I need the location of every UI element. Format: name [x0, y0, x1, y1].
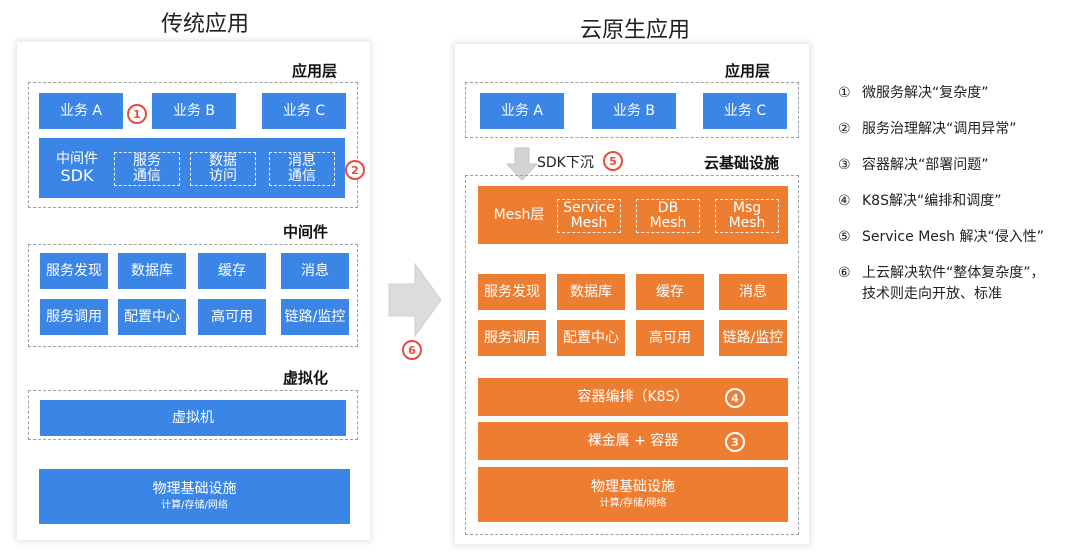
note-item: ⑤ Service Mesh 解决“侵入性” — [838, 227, 1078, 248]
cloud-infra-box — [465, 175, 799, 535]
note-num: ① — [838, 85, 851, 101]
left-mw-service-call: 服务调用 — [40, 299, 108, 335]
right-mw-config-center: 配置中心 — [557, 320, 625, 356]
right-title: 云原生应用 — [579, 18, 690, 43]
left-middleware-box — [28, 244, 358, 347]
left-mw-message: 消息 — [281, 253, 349, 289]
marker-5: 5 — [603, 151, 623, 171]
note-num: ④ — [838, 193, 851, 209]
left-mw-config-center: 配置中心 — [118, 299, 186, 335]
right-biz-a: 业务 A — [480, 93, 564, 129]
right-biz-b: 业务 B — [592, 93, 676, 129]
cloud-infra-label: 云基础设施 — [704, 154, 780, 172]
left-phys-sub: 计算/存储/网络 — [161, 500, 228, 512]
left-sdk-data-access-l2: 访问 — [209, 168, 237, 184]
left-biz-b: 业务 B — [152, 93, 236, 129]
left-biz-c: 业务 C — [262, 93, 346, 129]
left-virt-box — [28, 390, 358, 440]
note-text: 容器解决“部署问题” — [862, 157, 989, 173]
note-item: ⑥ 上云解决软件“整体复杂度”， 技术则走向开放、标准 — [838, 263, 1078, 305]
msg-mesh-l2: Mesh — [728, 215, 766, 231]
msg-mesh-l1: Msg — [732, 199, 762, 216]
note-item: ③ 容器解决“部署问题” — [838, 155, 1078, 176]
note-item: ④ K8S解决“编排和调度” — [838, 191, 1078, 212]
note-item: ② 服务治理解决“调用异常” — [838, 119, 1078, 140]
right-mw-service-call: 服务调用 — [478, 320, 546, 356]
sdk-down-arrow-icon — [505, 147, 539, 181]
note-text-multiline: 上云解决软件“整体复杂度”， 技术则走向开放、标准 — [862, 263, 1045, 305]
right-mw-cache: 缓存 — [636, 274, 704, 310]
mesh-layer-label: Mesh层 — [493, 206, 545, 223]
note-num: ② — [838, 121, 851, 137]
left-sdk-msg-comm-l1: 消息 — [288, 152, 316, 169]
marker-6: 6 — [402, 340, 422, 360]
left-middleware-label: 中间件 — [283, 223, 329, 241]
service-mesh-l2: Mesh — [570, 215, 608, 231]
left-mw-cache: 缓存 — [198, 253, 266, 289]
note-num: ⑤ — [838, 229, 851, 245]
left-phys-title: 物理基础设施 — [152, 481, 237, 498]
right-mw-high-availability: 高可用 — [636, 320, 704, 356]
right-app-layer-label: 应用层 — [725, 62, 771, 80]
right-phys-title: 物理基础设施 — [591, 479, 675, 496]
left-sdk-data-access-l1: 数据 — [209, 152, 237, 169]
note-text: K8S解决“编排和调度” — [862, 193, 1002, 209]
right-mw-tracing: 链路/监控 — [719, 320, 787, 356]
service-mesh-box: Service Mesh — [557, 199, 621, 233]
sdk-down-label: SDK下沉 — [537, 155, 594, 171]
db-mesh-l1: DB — [657, 199, 679, 216]
left-sdk-service-comm-l2: 通信 — [133, 168, 161, 184]
right-mw-database: 数据库 — [557, 274, 625, 310]
left-sdk-msg-comm-l2: 通信 — [288, 168, 316, 184]
left-physical-infra: 物理基础设施 计算/存储/网络 — [39, 469, 350, 524]
db-mesh-l2: Mesh — [649, 215, 687, 231]
marker-3: 3 — [725, 432, 745, 452]
left-mw-database: 数据库 — [118, 253, 186, 289]
note-num: ③ — [838, 157, 851, 173]
bare-metal-container-box: 裸金属 + 容器 — [478, 422, 788, 460]
left-mw-tracing: 链路/监控 — [281, 299, 349, 335]
note-item: ① 微服务解决“复杂度” — [838, 83, 1078, 104]
left-sdk-line2: SDK — [60, 165, 94, 185]
left-sdk-msg-comm: 消息 通信 — [269, 152, 335, 186]
note-text: 服务治理解决“调用异常” — [862, 121, 1017, 137]
left-vm: 虚拟机 — [40, 400, 346, 436]
left-biz-a: 业务 A — [39, 93, 123, 129]
note-text-line2: 技术则走向开放、标准 — [862, 286, 1002, 302]
marker-1: 1 — [127, 104, 147, 124]
right-phys-sub: 计算/存储/网络 — [599, 498, 667, 510]
marker-4: 4 — [725, 388, 745, 408]
left-virt-label: 虚拟化 — [283, 369, 329, 387]
left-sdk-service-comm-l1: 服务 — [133, 152, 161, 169]
service-mesh-l1: Service — [563, 199, 615, 216]
right-biz-c: 业务 C — [703, 93, 787, 129]
note-text-line1: 上云解决软件“整体复杂度”， — [862, 265, 1045, 281]
marker-2: 2 — [345, 160, 365, 180]
notes-list: ① 微服务解决“复杂度” ② 服务治理解决“调用异常” ③ 容器解决“部署问题”… — [838, 83, 1078, 305]
left-mw-service-discovery: 服务发现 — [40, 253, 108, 289]
note-text: 微服务解决“复杂度” — [862, 85, 989, 101]
note-num: ⑥ — [838, 265, 851, 281]
left-app-layer-label: 应用层 — [292, 62, 338, 80]
left-sdk-data-access: 数据 访问 — [190, 152, 256, 186]
right-app-layer-box — [465, 82, 799, 138]
left-mw-high-availability: 高可用 — [198, 299, 266, 335]
left-title: 传统应用 — [160, 12, 249, 37]
left-sdk-line1: 中间件 — [56, 150, 98, 167]
left-sdk-label: 中间件 SDK — [42, 148, 112, 188]
note-text: Service Mesh 解决“侵入性” — [862, 229, 1045, 245]
left-app-layer-box — [28, 82, 358, 208]
mesh-layer-box — [478, 186, 788, 244]
right-mw-service-discovery: 服务发现 — [478, 274, 546, 310]
right-mw-message: 消息 — [719, 274, 787, 310]
msg-mesh-box: Msg Mesh — [715, 199, 779, 233]
db-mesh-box: DB Mesh — [636, 199, 700, 233]
left-sdk-box — [39, 138, 345, 198]
transition-arrow-icon — [388, 262, 442, 338]
right-physical-infra: 物理基础设施 计算/存储/网络 — [478, 467, 788, 522]
left-sdk-service-comm: 服务 通信 — [114, 152, 180, 186]
